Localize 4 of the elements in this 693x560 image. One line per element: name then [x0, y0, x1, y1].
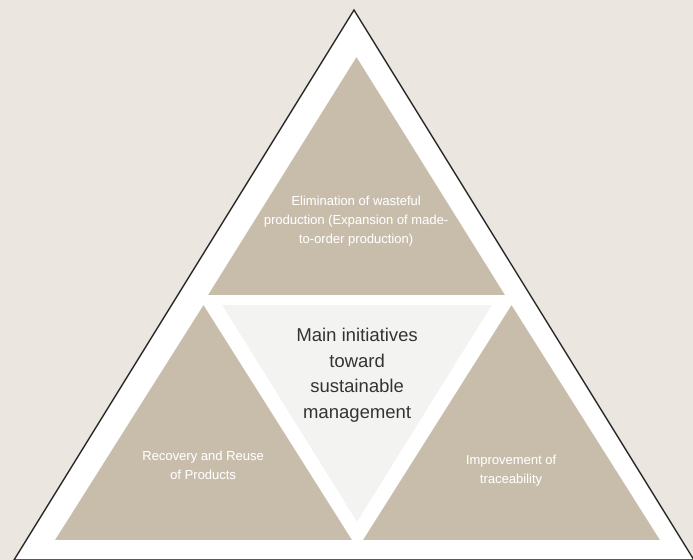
- center-heading: Main initiatives toward sustainable management: [295, 323, 419, 424]
- initiative-text: Recovery and Reuse of Products: [141, 447, 265, 484]
- initiative-text: Elimination of wasteful production (Expansion of made-to-order production): [262, 192, 450, 248]
- initiative-text: Improvement of traceability: [464, 451, 558, 488]
